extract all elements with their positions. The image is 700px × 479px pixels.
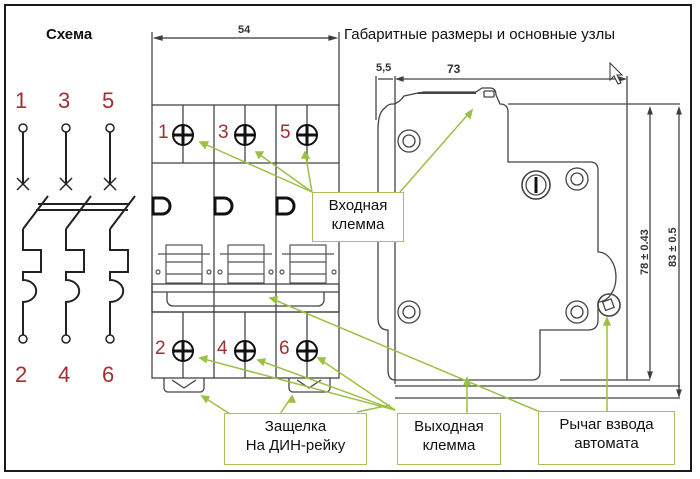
schematic-terminal-3: 3 [58,88,71,113]
callout-input-terminal: Входная клемма [312,192,404,242]
callout-input-terminal-line1: Входная [328,197,388,214]
screw-terminal-2 [172,340,194,362]
front-terminal-1: 1 [158,122,169,143]
front-terminal-6: 6 [279,338,290,359]
callout-output-terminal-line1: Выходная [414,418,484,435]
schematic-terminal-4: 4 [58,362,71,387]
callout-input-terminal-line2: клемма [331,216,385,233]
schematic-terminal-5: 5 [102,88,115,113]
front-terminal-5: 5 [280,122,291,143]
schematic-terminal-2: 2 [15,362,28,387]
front-view [151,32,340,393]
schematic-pole-2 [59,123,92,344]
screw-terminal-4 [234,340,256,362]
dimension-offset-label: 5,5 [376,62,392,74]
leader-lines [198,108,612,415]
schematic-title: Схема [46,26,93,43]
callout-din-latch: Защелка На ДИН-рейку [224,413,367,465]
schematic [16,123,136,344]
callout-output-terminal-line2: клемма [422,437,476,454]
schematic-terminal-6: 6 [102,362,115,387]
dimension-width-label: 54 [238,24,251,36]
screw-terminal-3 [234,124,256,146]
side-view [375,76,682,399]
schematic-pole-3 [103,123,136,344]
dimension-depth-label: 73 [447,62,461,76]
front-terminal-4: 4 [217,338,228,359]
schematic-terminal-1: 1 [15,88,28,113]
callout-cocking-lever-line1: Рычаг взвода [559,416,654,433]
front-screws [172,124,318,362]
callout-cocking-lever: Рычаг взвода автомата [538,411,675,465]
callout-output-terminal: Выходная клемма [397,413,501,465]
front-terminal-3: 3 [218,122,229,143]
front-terminal-2: 2 [155,338,166,359]
screw-terminal-1 [172,124,194,146]
screw-terminal-6 [296,340,318,362]
mouse-cursor-icon [609,61,624,85]
schematic-pole-1 [16,123,49,344]
callout-din-latch-line1: Защелка [264,418,327,435]
screw-terminal-5 [296,124,318,146]
dimension-height-inner-label: 78 ± 0.43 [639,229,651,275]
callout-din-latch-line2: На ДИН-рейку [245,437,346,454]
callout-cocking-lever-line2: автомата [574,435,639,452]
dimensions-title: Габаритные размеры и основные узлы [344,26,616,43]
dimension-height-outer-label: 83 ± 0.5 [667,227,679,267]
